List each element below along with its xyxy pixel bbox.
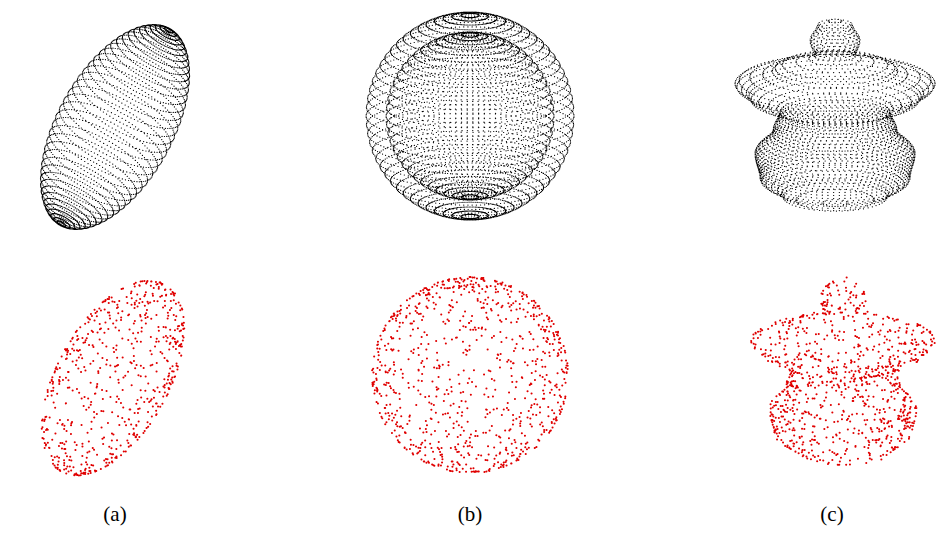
- sphere-mesh: [366, 12, 574, 220]
- panel-label: (a): [103, 502, 126, 527]
- revolution-samples: [751, 277, 935, 464]
- ellipsoid-mesh: [41, 25, 190, 230]
- ellipsoid-samples: [42, 281, 185, 476]
- sphere-samples: [372, 277, 568, 472]
- revolution-mesh: [735, 19, 935, 211]
- panel-label: (b): [458, 502, 483, 527]
- panel-label: (c): [820, 502, 843, 527]
